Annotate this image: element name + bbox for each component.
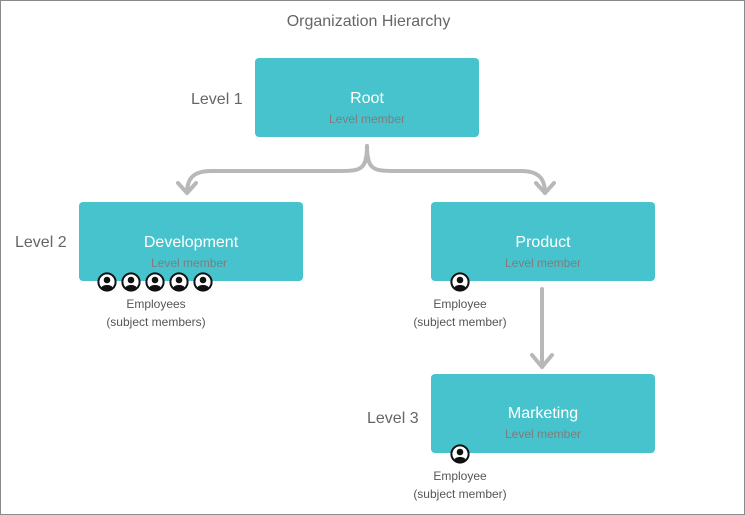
product-employee-caption: Employee (subject member) [400, 295, 520, 331]
person-icon [97, 272, 117, 292]
arrow-to-product [534, 181, 556, 195]
level-label-2: Level 2 [15, 234, 67, 251]
brace-connector [185, 144, 369, 195]
node-marketing[interactable]: Marketing Level member [431, 374, 655, 453]
node-development-name: Development [143, 234, 239, 251]
person-icon [145, 272, 165, 292]
person-icon [121, 272, 141, 292]
node-product-name: Product [515, 234, 571, 251]
marketing-employee-icons [450, 444, 470, 464]
person-icon [450, 272, 470, 292]
node-marketing-sub: Level member [504, 427, 582, 441]
caption-line: (subject member) [413, 315, 507, 329]
person-icon [169, 272, 189, 292]
person-icon [193, 272, 213, 292]
caption-line: (subject member) [413, 487, 507, 501]
node-root[interactable]: Root Level member [255, 58, 479, 137]
node-development-sub: Level member [151, 256, 228, 270]
development-employees-caption: Employees (subject members) [96, 295, 216, 331]
product-employee-icons [450, 272, 470, 292]
node-product-sub: Level member [504, 256, 582, 270]
caption-line: (subject members) [106, 315, 206, 329]
node-root-sub: Level member [328, 112, 406, 126]
diagram-title: Organization Hierarchy [286, 13, 451, 30]
person-icon [450, 444, 470, 464]
node-development[interactable]: Development Level member [79, 202, 303, 281]
caption-line: Employee [433, 297, 487, 311]
node-root-name: Root [350, 90, 384, 107]
caption-line: Employee [433, 469, 487, 483]
node-marketing-name: Marketing [507, 405, 579, 422]
marketing-employee-caption: Employee (subject member) [400, 467, 520, 503]
node-product[interactable]: Product Level member [431, 202, 655, 281]
development-employee-icons [97, 272, 213, 292]
level-label-3: Level 3 [367, 410, 419, 427]
caption-line: Employees [126, 297, 186, 311]
arrow-to-development [176, 181, 198, 195]
level-label-1: Level 1 [191, 91, 243, 108]
